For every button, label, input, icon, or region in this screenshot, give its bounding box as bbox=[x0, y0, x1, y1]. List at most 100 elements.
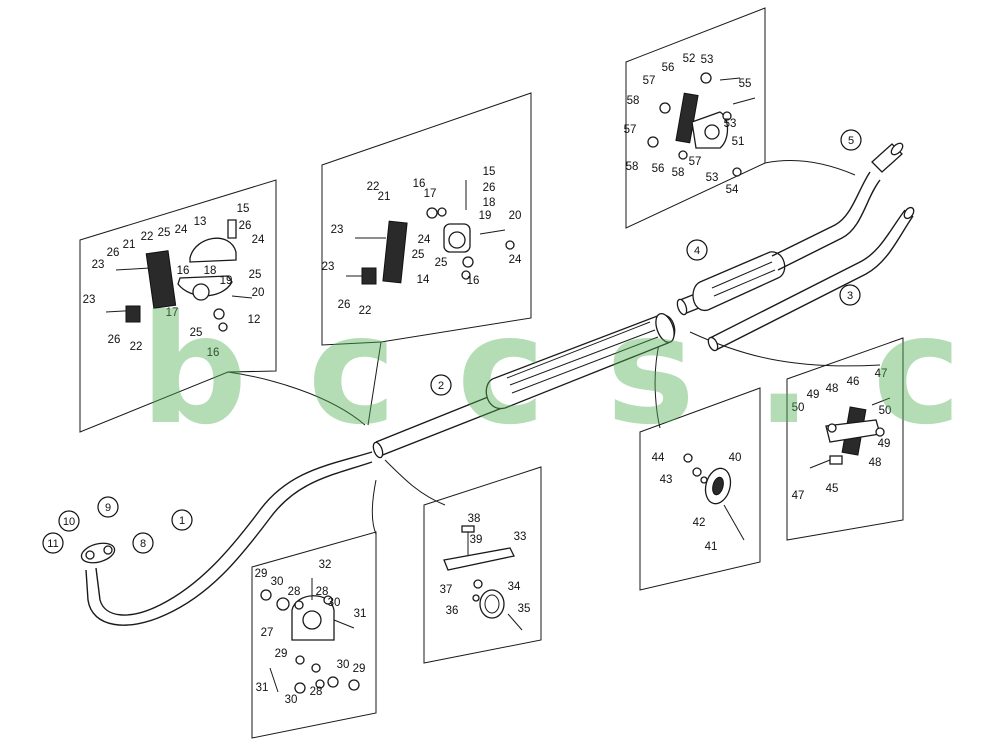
part-number-label: 23 bbox=[322, 261, 335, 273]
detail-panel-bracket bbox=[423, 466, 542, 664]
callout-11: 11 bbox=[42, 532, 64, 554]
callout-2: 2 bbox=[430, 374, 452, 396]
part-number-label: 29 bbox=[353, 663, 366, 675]
part-number-label: 22 bbox=[141, 231, 154, 243]
part-number-label: 50 bbox=[879, 405, 892, 417]
part-number-label: 40 bbox=[729, 452, 742, 464]
part-number-label: 19 bbox=[479, 210, 492, 222]
callout-circle bbox=[839, 284, 861, 306]
callout-10: 10 bbox=[58, 510, 80, 532]
part-number-label: 27 bbox=[261, 627, 274, 639]
detail-panel-front-mounting bbox=[79, 179, 277, 433]
part-number-label: 47 bbox=[792, 490, 805, 502]
part-number-label: 22 bbox=[130, 341, 143, 353]
part-number-label: 46 bbox=[847, 376, 860, 388]
detail-panel-clamp bbox=[639, 387, 761, 591]
part-number-label: 30 bbox=[328, 597, 341, 609]
part-number-label: 26 bbox=[107, 247, 120, 259]
part-number-label: 15 bbox=[483, 166, 496, 178]
part-number-label: 31 bbox=[354, 608, 367, 620]
part-number-label: 53 bbox=[724, 118, 737, 130]
callout-circle bbox=[58, 510, 80, 532]
part-number-label: 30 bbox=[337, 659, 350, 671]
part-number-label: 58 bbox=[627, 95, 640, 107]
part-number-label: 34 bbox=[508, 581, 521, 593]
part-number-label: 21 bbox=[123, 239, 136, 251]
part-number-label: 20 bbox=[252, 287, 265, 299]
part-number-label: 37 bbox=[440, 584, 453, 596]
part-number-label: 16 bbox=[413, 178, 426, 190]
part-number-label: 18 bbox=[204, 265, 217, 277]
part-number-label: 24 bbox=[509, 254, 522, 266]
part-number-label: 30 bbox=[285, 694, 298, 706]
part-number-label: 12 bbox=[248, 314, 261, 326]
rear-tail-pipe bbox=[709, 209, 906, 339]
callout-number: 5 bbox=[848, 135, 854, 147]
part-number-label: 56 bbox=[662, 62, 675, 74]
callout-number: 9 bbox=[105, 502, 111, 514]
part-number-label: 25 bbox=[158, 227, 171, 239]
part-number-label: 29 bbox=[275, 648, 288, 660]
part-number-label: 58 bbox=[672, 167, 685, 179]
part-number-label: 22 bbox=[359, 305, 372, 317]
part-number-label: 33 bbox=[514, 531, 527, 543]
callout-circle bbox=[171, 509, 193, 531]
panel-d-parts bbox=[683, 453, 745, 541]
part-number-label: 45 bbox=[826, 483, 839, 495]
part-number-label: 22 bbox=[367, 181, 380, 193]
part-number-label: 53 bbox=[701, 54, 714, 66]
callout-3: 3 bbox=[839, 284, 861, 306]
callout-number: 10 bbox=[63, 516, 75, 528]
callout-number: 3 bbox=[847, 290, 853, 302]
part-number-label: 57 bbox=[643, 75, 656, 87]
callout-1: 1 bbox=[171, 509, 193, 531]
part-number-label: 50 bbox=[792, 402, 805, 414]
watermark-text: b c c s . c h bbox=[140, 284, 1000, 458]
part-number-label: 18 bbox=[483, 197, 496, 209]
detail-panel-tail-mounting bbox=[786, 337, 904, 541]
part-number-label: 32 bbox=[319, 559, 332, 571]
part-number-label: 26 bbox=[483, 182, 496, 194]
panel-g-parts bbox=[260, 578, 360, 694]
callout-circle bbox=[840, 129, 862, 151]
callout-circle bbox=[686, 239, 708, 261]
panel-f-parts bbox=[443, 525, 523, 631]
detail-panel-downpipe-clamp bbox=[251, 531, 377, 739]
part-number-label: 39 bbox=[470, 534, 483, 546]
part-number-label: 24 bbox=[252, 234, 265, 246]
part-number-label: 28 bbox=[310, 686, 323, 698]
part-number-label: 56 bbox=[652, 163, 665, 175]
callout-circle bbox=[97, 496, 119, 518]
part-number-label: 53 bbox=[706, 172, 719, 184]
callout-number: 1 bbox=[179, 515, 185, 527]
part-number-label: 14 bbox=[417, 274, 430, 286]
part-number-label: 31 bbox=[256, 682, 269, 694]
part-number-label: 16 bbox=[467, 275, 480, 287]
panel-e-parts bbox=[809, 397, 891, 469]
part-number-label: 17 bbox=[166, 307, 179, 319]
tail-pipe-extension bbox=[871, 142, 904, 173]
part-number-label: 57 bbox=[624, 124, 637, 136]
part-number-label: 51 bbox=[732, 136, 745, 148]
tail-pipe bbox=[771, 171, 871, 257]
callout-number: 2 bbox=[438, 380, 444, 392]
callout-number: 4 bbox=[694, 245, 700, 257]
part-number-label: 25 bbox=[249, 269, 262, 281]
part-number-label: 21 bbox=[378, 191, 391, 203]
callout-5: 5 bbox=[840, 129, 862, 151]
callout-number: 11 bbox=[47, 538, 58, 550]
part-number-label: 38 bbox=[468, 513, 481, 525]
part-number-label: 44 bbox=[652, 452, 665, 464]
part-number-label: 15 bbox=[237, 203, 250, 215]
part-number-label: 25 bbox=[190, 327, 203, 339]
front-pipe bbox=[95, 451, 373, 616]
part-number-label: 16 bbox=[207, 347, 220, 359]
part-number-label: 43 bbox=[660, 474, 673, 486]
